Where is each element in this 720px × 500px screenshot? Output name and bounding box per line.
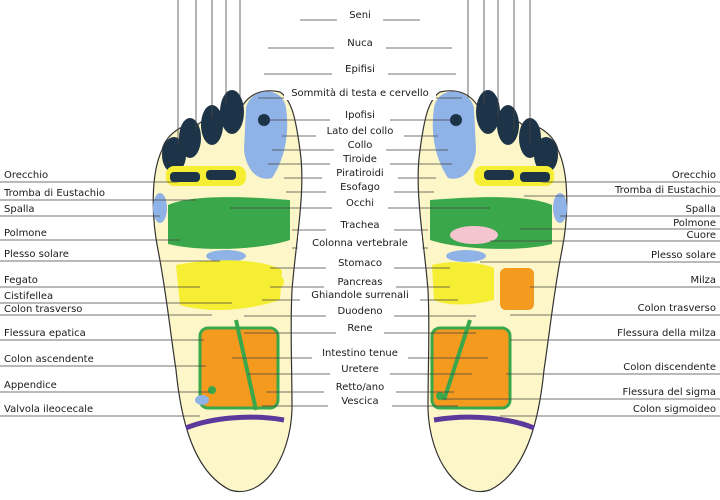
left-label-flessura-epatica: Flessura epatica (4, 328, 86, 339)
left-big-toe (244, 91, 288, 179)
right-labels: Orecchio Tromba di Eustachio Spalla Polm… (614, 170, 716, 415)
right-label-colon-discendente: Colon discendente (623, 362, 716, 373)
label-colonna: Colonna vertebrale (312, 238, 408, 249)
right-label-milza: Milza (690, 275, 716, 286)
right-label-tromba: Tromba di Eustachio (614, 185, 716, 196)
label-trachea: Trachea (340, 220, 380, 231)
left-lung (168, 197, 290, 249)
label-tiroide: Tiroide (342, 154, 377, 165)
left-label-valvola: Valvola ileocecale (4, 404, 93, 415)
right-colon (430, 326, 512, 410)
right-leaders (442, 181, 720, 417)
label-pancreas: Pancreas (338, 277, 383, 288)
label-collo: Collo (348, 140, 373, 151)
right-label-colon-sigmoideo: Colon sigmoideo (633, 404, 716, 415)
label-stomaco: Stomaco (338, 258, 382, 269)
left-appendix (208, 386, 216, 394)
label-epifisi: Epifisi (345, 64, 375, 75)
right-shoulder (553, 193, 567, 223)
right-solar-plexus (446, 250, 486, 262)
right-label-spalla: Spalla (685, 204, 716, 215)
label-uretere: Uretere (341, 364, 378, 375)
left-epifisi-dot (258, 114, 270, 126)
left-foot (152, 90, 303, 493)
left-ileocecal (195, 395, 209, 405)
left-toe-base-dark-2 (206, 170, 236, 180)
label-lato-collo: Lato del collo (327, 126, 394, 137)
right-toe-base-dark (520, 172, 550, 182)
right-heart (450, 226, 498, 244)
right-label-flessura-sigma: Flessura del sigma (622, 387, 716, 398)
label-surrenali: Ghiandole surrenali (311, 290, 408, 301)
left-labels: Orecchio Tromba di Eustachio Spalla Polm… (3, 170, 105, 415)
right-label-colon-trasverso: Colon trasverso (638, 303, 716, 314)
label-nuca: Nuca (347, 38, 372, 49)
right-heel-line (433, 414, 535, 431)
right-spleen (500, 268, 534, 310)
left-heel-line (185, 414, 285, 431)
left-ureter (234, 319, 258, 411)
label-esofago: Esofago (340, 182, 380, 193)
left-label-polmone: Polmone (4, 228, 47, 239)
right-stomach (432, 262, 494, 305)
left-pancreas (252, 272, 284, 292)
left-toe-3 (201, 105, 223, 145)
left-label-orecchio: Orecchio (4, 170, 48, 181)
left-label-spalla: Spalla (4, 204, 35, 215)
left-shoulder (153, 193, 167, 223)
label-duodeno: Duodeno (337, 306, 382, 317)
right-epifisi-dot (450, 114, 462, 126)
right-label-flessura-milza: Flessura della milza (617, 328, 716, 339)
right-toe-base-dark-2 (484, 170, 514, 180)
left-toe-2 (179, 118, 201, 158)
label-intestino: Intestino tenue (322, 348, 398, 359)
left-label-plesso: Plesso solare (4, 249, 69, 260)
label-vescica: Vescica (341, 396, 378, 407)
label-sommita: Sommità di testa e cervello (291, 87, 429, 99)
right-big-toe (432, 91, 476, 179)
left-label-cistifellea: Cistifellea (4, 291, 53, 302)
center-labels: Seni Nuca Epifisi Sommità di testa e cer… (284, 8, 436, 408)
right-sigma-dot (436, 392, 444, 400)
left-toe-base-dark (170, 172, 200, 182)
left-leaders (0, 181, 232, 417)
label-retto: Retto/ano (336, 382, 385, 393)
label-occhi: Occhi (346, 198, 374, 209)
label-ipofisi: Ipofisi (345, 110, 375, 121)
right-label-polmone: Polmone (673, 218, 716, 229)
left-label-colon-trasverso: Colon trasverso (4, 304, 82, 315)
right-toe-4 (476, 90, 500, 134)
left-label-tromba: Tromba di Eustachio (3, 188, 105, 199)
left-solar-plexus (206, 250, 246, 262)
left-liver (176, 260, 282, 311)
left-label-appendice: Appendice (4, 380, 57, 391)
left-label-fegato: Fegato (4, 275, 38, 286)
right-label-plesso: Plesso solare (651, 250, 716, 261)
right-label-orecchio: Orecchio (672, 170, 716, 181)
label-seni: Seni (349, 10, 371, 21)
right-label-cuore: Cuore (687, 230, 716, 241)
right-toe-3 (497, 105, 519, 145)
label-rene: Rene (347, 323, 372, 334)
label-piratiroidi: Piratiroidi (336, 168, 383, 179)
left-label-colon-ascendente: Colon ascendente (4, 354, 94, 365)
